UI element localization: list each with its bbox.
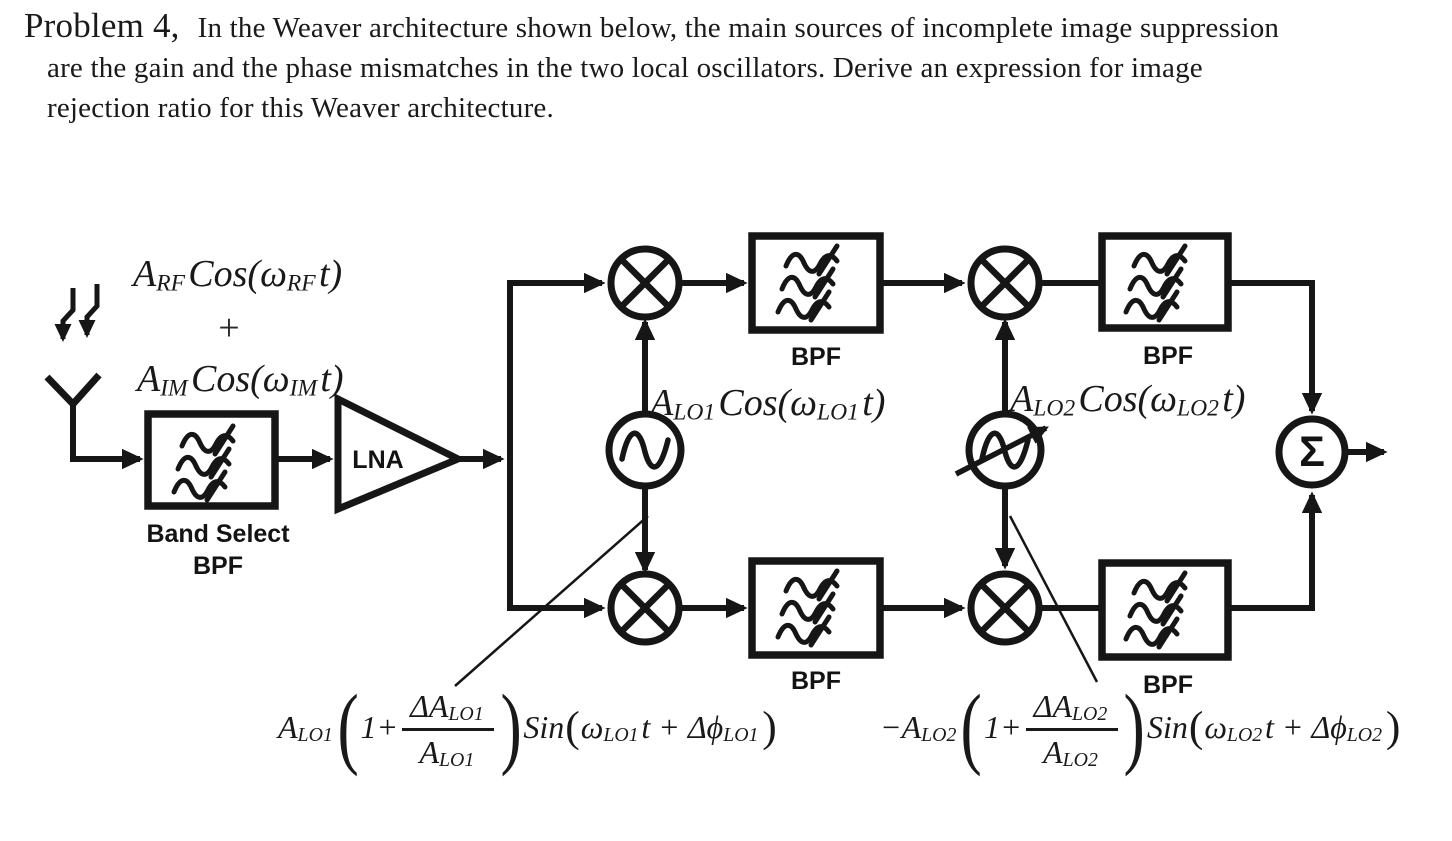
mixer-2-top-right	[971, 249, 1039, 317]
problem-text-1: In the Weaver architecture shown below, …	[197, 12, 1280, 44]
lo2-variable-arrow-icon	[954, 425, 1049, 477]
lna-label: LNA	[352, 446, 404, 474]
mixer-1-top-left	[611, 249, 679, 317]
callout-line-lo2-formula	[1008, 515, 1099, 683]
bpf-label-top-1: BPF	[791, 343, 841, 371]
summer-sigma-label: Σ	[1299, 428, 1325, 476]
band-select-label-line2: BPF	[193, 552, 243, 580]
bpf-box-bottom-2	[1098, 559, 1232, 661]
wire-split-top-branch	[507, 272, 606, 608]
bpf-label-top-2: BPF	[1143, 342, 1193, 370]
problem-label: Problem 4,	[24, 6, 180, 45]
callout-line-lo1-formula	[454, 515, 649, 687]
bpf-box-top-2	[1098, 232, 1232, 332]
wire-bpf4-to-summer	[1228, 491, 1323, 611]
problem-text-2: are the gain and the phase mismatches in…	[47, 52, 1203, 84]
mixer-4-bottom-right	[971, 574, 1039, 642]
antenna-icon	[44, 372, 144, 470]
problem-statement: Problem 4, In the Weaver architecture sho…	[24, 6, 1446, 128]
problem-text-3: rejection ratio for this Weaver architec…	[47, 92, 554, 124]
bpf-box-top-1	[748, 232, 884, 334]
plus-sign: +	[218, 307, 240, 349]
band-select-label-line1: Band Select	[146, 520, 290, 548]
lna-amplifier	[334, 393, 467, 515]
wire-bpf2-to-summer	[1228, 280, 1323, 415]
bpf-box-bottom-1	[748, 557, 884, 659]
mixer-3-bottom-left	[611, 574, 679, 642]
problem-line-1: Problem 4, In the Weaver architecture sho…	[24, 6, 1446, 48]
band-select-bpf-box	[144, 410, 279, 510]
incoming-signal-arrows-icon	[54, 284, 100, 342]
bpf-label-bottom-2: BPF	[1143, 671, 1193, 699]
bpf-label-bottom-1: BPF	[791, 667, 841, 695]
